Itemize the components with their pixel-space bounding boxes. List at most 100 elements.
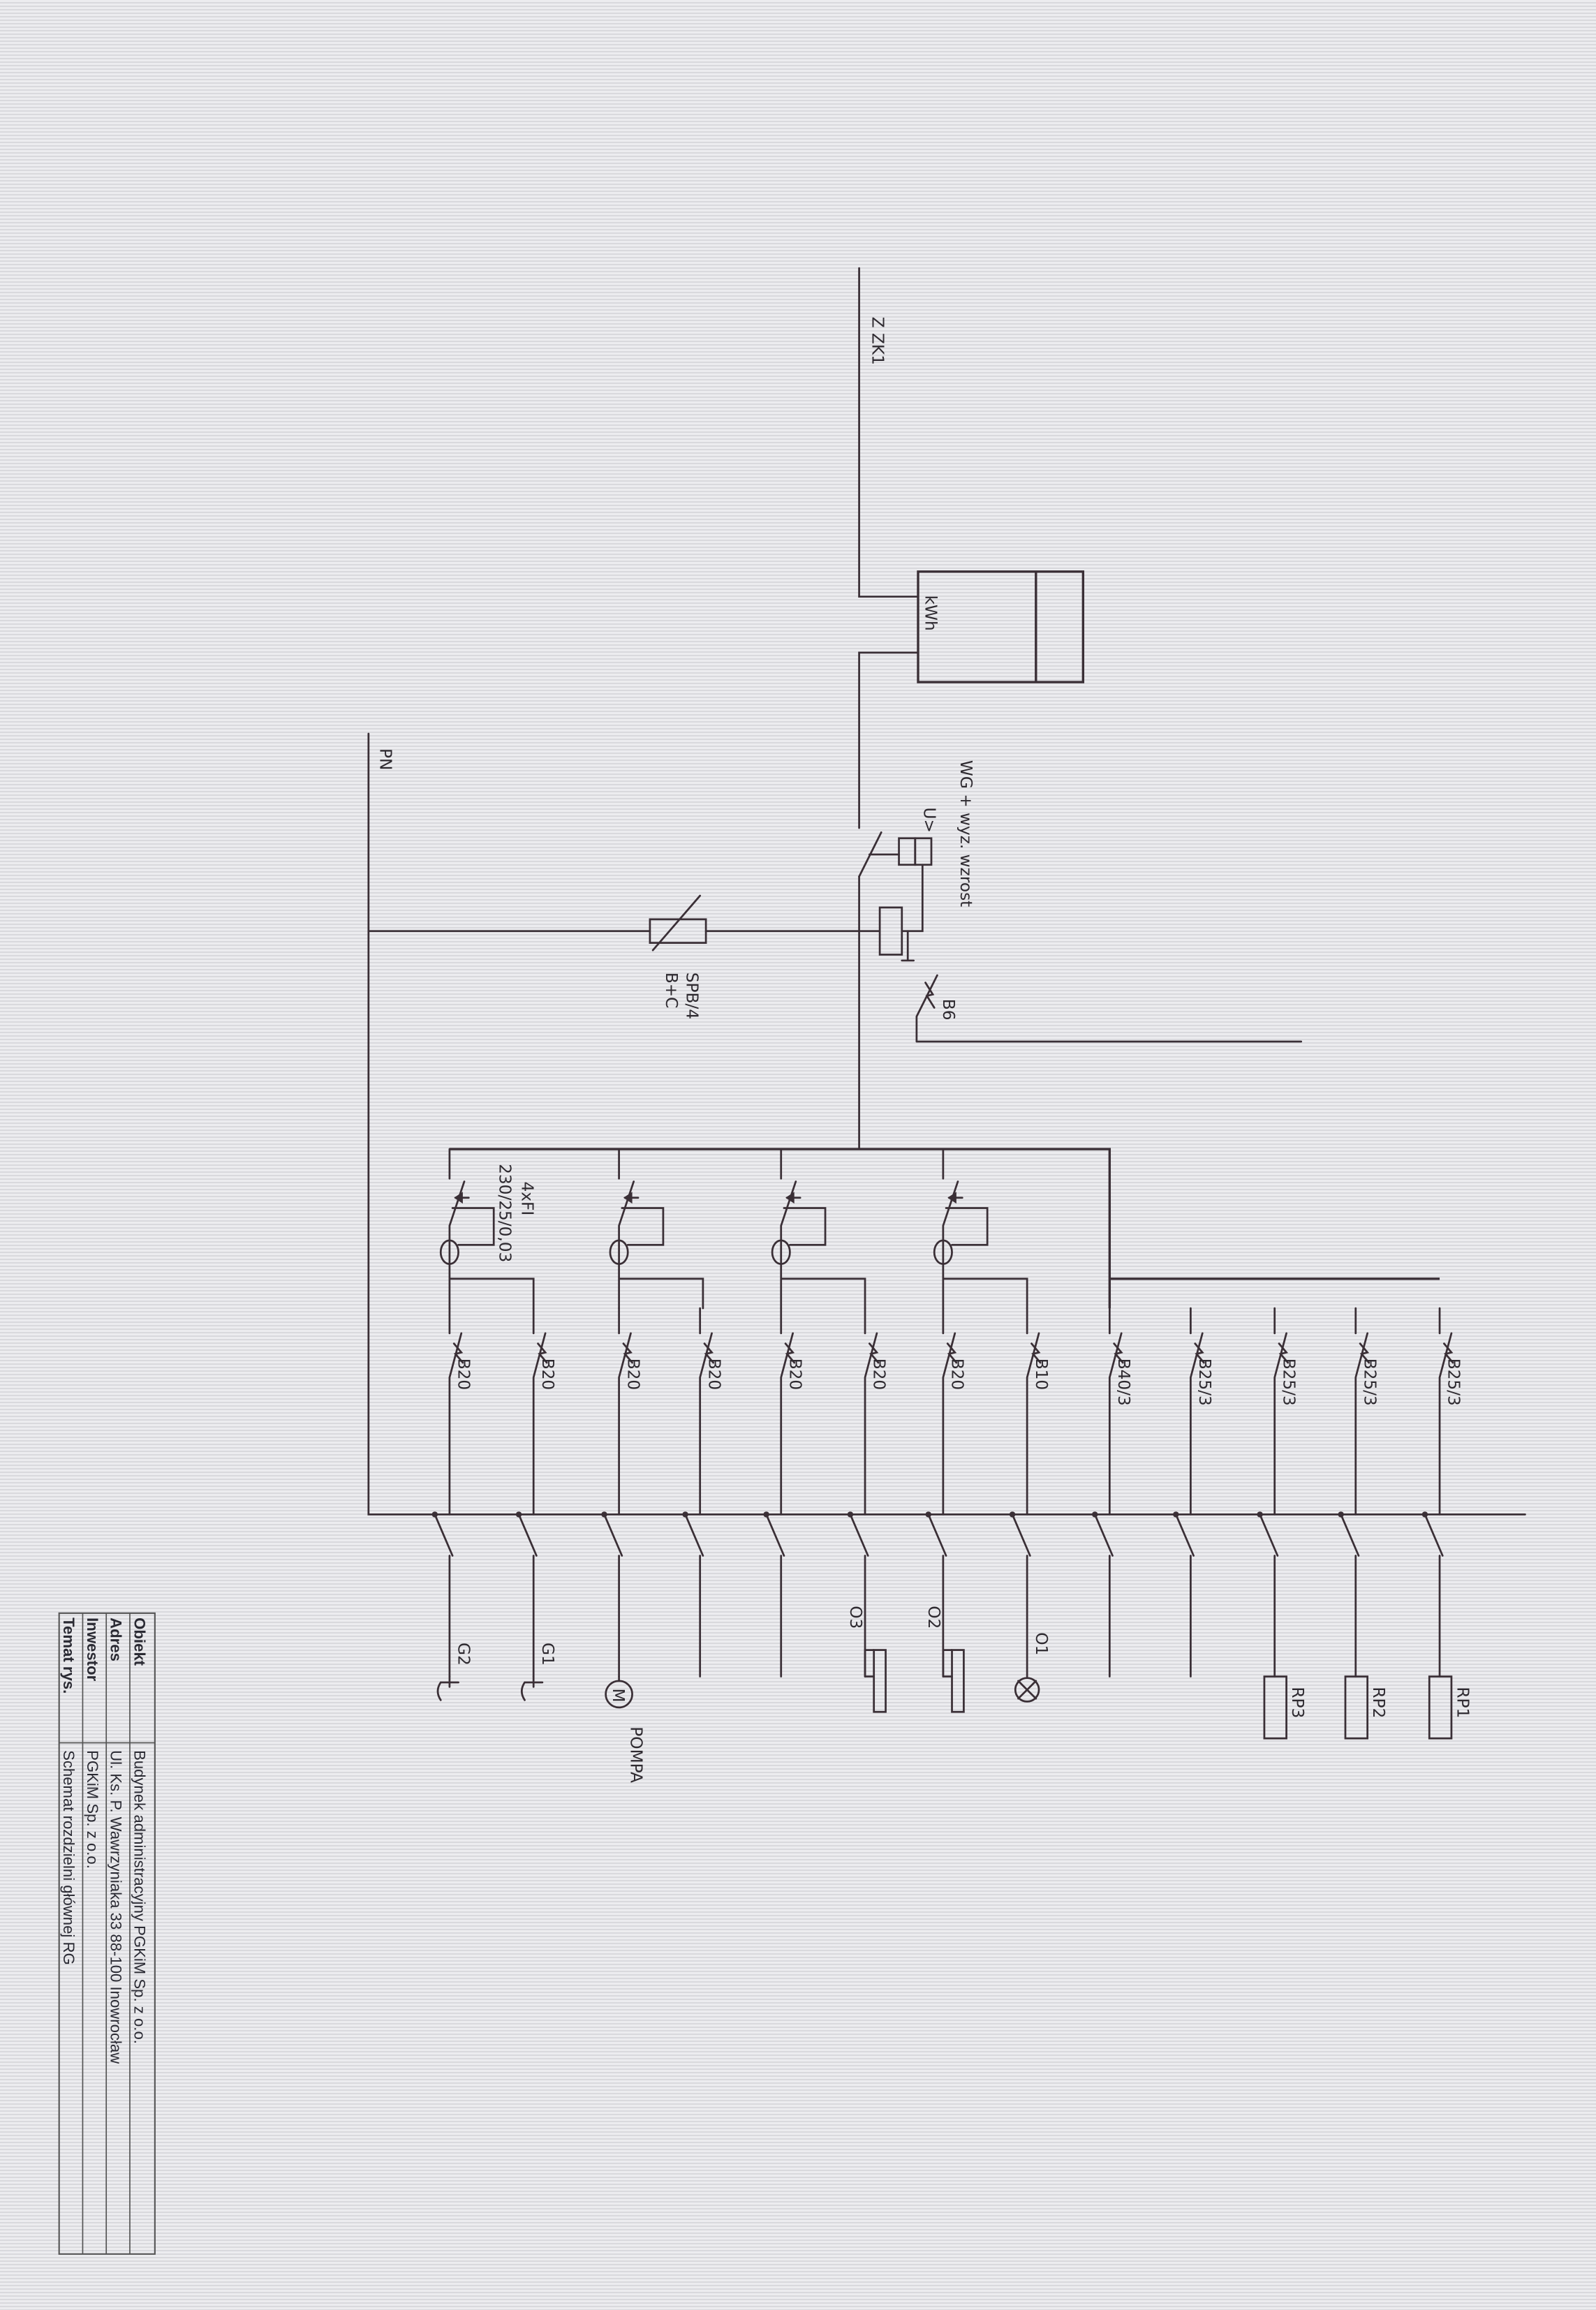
aux-breaker-label: B6 — [939, 999, 958, 1021]
socket-icon — [520, 1675, 544, 1701]
circuit-breaker-icon — [864, 1307, 880, 1516]
breaker-label: B20 — [870, 1358, 889, 1390]
circuit-breaker-icon — [699, 1307, 715, 1516]
title-label-address: Adres — [108, 1617, 125, 1661]
circuit-breaker-icon — [1273, 1307, 1290, 1516]
pn-label: PN — [376, 748, 395, 770]
breaker-label: B20 — [785, 1358, 804, 1390]
output-switch-icon — [1340, 1513, 1360, 1678]
heater-icon — [873, 1649, 887, 1713]
coil-label: U> — [919, 807, 938, 832]
rcd-2 — [609, 1148, 704, 1310]
aux-breaker — [915, 974, 1303, 1043]
output-switch-icon — [1259, 1513, 1279, 1678]
load-label: G2 — [455, 1643, 473, 1666]
circuit-breaker-icon — [448, 1307, 464, 1516]
title-label-investor: Inwestor — [84, 1617, 101, 1681]
circuit-breaker-icon — [618, 1307, 633, 1516]
heater-lead — [864, 1649, 875, 1678]
heater-lead — [942, 1649, 953, 1678]
surge-arrester — [649, 894, 707, 952]
output-switch-icon — [1424, 1513, 1444, 1678]
distribution-board-icon — [1428, 1675, 1453, 1740]
breaker-label: B20 — [623, 1358, 642, 1390]
distribution-board-icon — [1344, 1675, 1369, 1740]
surge-arrester-label-2: SPB/4 — [683, 972, 702, 1019]
breaker-label: B20 — [538, 1358, 557, 1390]
breaker-label: B25/3 — [1444, 1358, 1463, 1406]
lamp-icon — [1014, 1677, 1040, 1703]
circuit-4: B20 — [682, 1307, 723, 1678]
circuit-breaker-icon — [1354, 1307, 1370, 1516]
surge-arrester-label-1: B+C — [662, 972, 681, 1009]
rcd-test-circle — [609, 1239, 629, 1266]
output-switch-icon — [765, 1513, 785, 1678]
output-switch-icon — [1174, 1513, 1195, 1678]
rcd-test-circle — [439, 1239, 459, 1266]
supply-line — [858, 267, 919, 829]
load-label: RP1 — [1453, 1687, 1472, 1718]
main-switch — [858, 831, 933, 1150]
lamp-cross — [1017, 1680, 1037, 1700]
distribution-board-icon — [1263, 1675, 1287, 1740]
rcd-4 — [933, 1148, 1028, 1310]
output-switch-icon — [1093, 1513, 1114, 1678]
breaker-label: B20 — [948, 1358, 967, 1390]
rcd-switch — [618, 1148, 704, 1310]
rcd-test-circle — [933, 1239, 953, 1266]
load-label: G1 — [538, 1643, 557, 1666]
circuit-breaker-icon — [1190, 1307, 1205, 1516]
meter-label: kWh — [922, 595, 940, 631]
title-label-subject: Temat rys. — [60, 1617, 77, 1694]
circuit-5: B20 — [763, 1307, 804, 1678]
rcd-arrow — [785, 1192, 795, 1204]
circuit-breaker-icon — [1108, 1307, 1124, 1516]
title-value-object: Budynek administracyjny PGKiM Sp. z o.o. — [131, 1750, 148, 2044]
circuit-breaker-icon — [780, 1307, 796, 1516]
breaker-label: B40/3 — [1114, 1358, 1133, 1406]
supply-label: Z ZK1 — [869, 317, 887, 365]
load-label: O1 — [1032, 1632, 1051, 1655]
breaker-label: B25/3 — [1279, 1358, 1298, 1406]
output-switch-icon — [1011, 1513, 1031, 1678]
circuit-breaker-icon — [942, 1307, 958, 1516]
breaker-label: B25/3 — [1195, 1358, 1214, 1406]
title-value-investor: PGKiM Sp. z o.o. — [84, 1750, 101, 1869]
energy-meter — [917, 570, 1085, 683]
circuit-10: B25/3 — [1173, 1307, 1214, 1678]
output-switch-icon — [603, 1513, 623, 1678]
breaker-label: B20 — [704, 1358, 723, 1390]
output-switch-icon — [684, 1513, 704, 1678]
rcd-test-circle — [771, 1239, 791, 1266]
circuit-breaker-icon — [532, 1307, 548, 1516]
breaker-label: B20 — [455, 1358, 473, 1390]
rcd-switch — [942, 1148, 1028, 1310]
breaker-label: B10 — [1032, 1358, 1051, 1390]
circuit-breaker-icon — [1026, 1307, 1042, 1516]
motor-symbol: M — [609, 1688, 628, 1702]
output-switch-icon — [434, 1513, 454, 1678]
rcd-arrow — [623, 1192, 633, 1204]
heater-icon — [951, 1649, 965, 1713]
rcd-switch — [448, 1148, 535, 1310]
rcd-switch — [780, 1148, 866, 1310]
title-block: Obiekt Budynek administracyjny PGKiM Sp.… — [58, 1612, 156, 2255]
title-value-subject: Schemat rozdzielni głównej RG — [60, 1750, 77, 1965]
rcd-label-1: 4xFI — [517, 1181, 536, 1215]
load-label: POMPA — [626, 1726, 645, 1783]
breaker-label: B25/3 — [1360, 1358, 1379, 1406]
load-label: O2 — [924, 1606, 943, 1629]
title-label-object: Obiekt — [131, 1617, 148, 1666]
circuit-9: B40/3 — [1092, 1307, 1133, 1678]
pn-bus — [367, 732, 1526, 1516]
